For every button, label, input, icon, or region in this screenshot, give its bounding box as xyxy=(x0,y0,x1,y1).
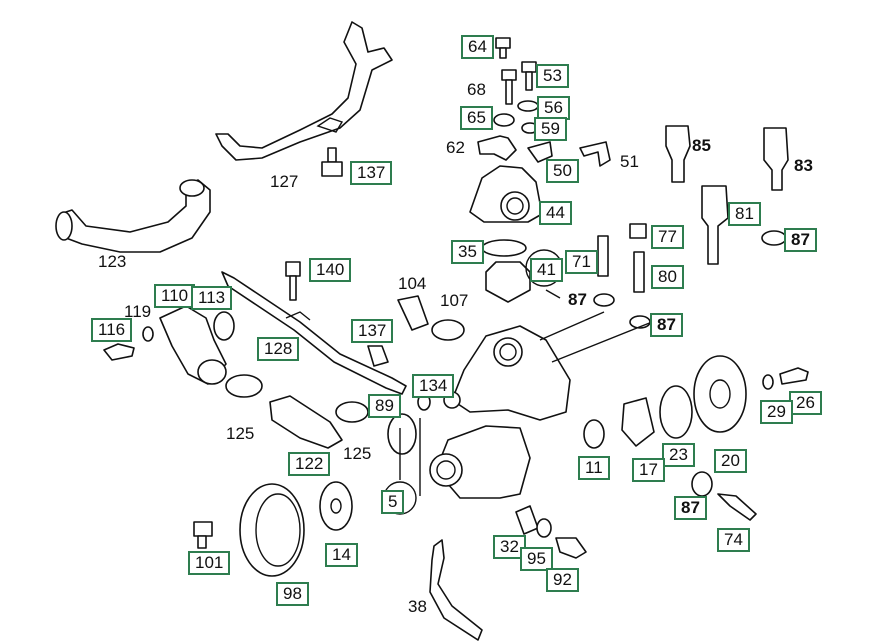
label-137-bottom: 137 xyxy=(351,319,394,343)
label-71: 71 xyxy=(565,250,598,274)
label-95: 95 xyxy=(520,547,553,571)
coolant-pipe-127 xyxy=(215,21,393,161)
label-119: 119 xyxy=(124,302,152,321)
bolt-137 xyxy=(321,147,343,177)
label-101: 101 xyxy=(188,551,231,575)
label-44: 44 xyxy=(539,201,572,225)
label-113: 113 xyxy=(191,286,233,310)
label-104: 104 xyxy=(398,274,427,293)
label-134: 134 xyxy=(412,374,455,398)
label-80: 80 xyxy=(651,265,684,289)
label-116: 116 xyxy=(91,318,133,342)
label-87-bottom: 87 xyxy=(674,496,707,520)
label-110: 110 xyxy=(154,284,196,308)
label-87-top-right: 87 xyxy=(784,228,817,252)
label-122: 122 xyxy=(288,452,331,476)
thermostat-housing-44 xyxy=(469,165,543,223)
thermostat-hardware xyxy=(477,37,611,167)
coolant-hose-123 xyxy=(55,179,211,253)
hose-clamps xyxy=(225,374,417,455)
pulley-and-gaskets xyxy=(583,355,809,449)
label-127: 127 xyxy=(270,172,299,191)
label-17: 17 xyxy=(632,458,665,482)
label-87-middle: 87 xyxy=(568,290,587,309)
label-50: 50 xyxy=(546,159,579,183)
bolt-set-92 xyxy=(515,505,587,559)
coolant-hose-38 xyxy=(429,539,483,641)
label-53: 53 xyxy=(536,64,569,88)
label-125-right: 125 xyxy=(343,444,372,463)
label-140: 140 xyxy=(309,258,352,282)
label-68: 68 xyxy=(467,80,486,99)
label-123: 123 xyxy=(98,252,127,271)
pulley-98 xyxy=(193,481,353,577)
label-137-top: 137 xyxy=(350,161,393,185)
temperature-sensors xyxy=(665,125,789,265)
label-38: 38 xyxy=(408,597,427,616)
water-pump-housing xyxy=(417,325,571,499)
label-26: 26 xyxy=(789,391,822,415)
label-35: 35 xyxy=(451,240,484,264)
bolts-plugs xyxy=(285,261,465,341)
label-85: 85 xyxy=(692,136,711,155)
thermostat-41 xyxy=(481,239,563,303)
label-11: 11 xyxy=(578,456,610,480)
label-5: 5 xyxy=(381,490,405,514)
label-62: 62 xyxy=(446,138,465,157)
label-77: 77 xyxy=(651,225,684,249)
leader-lines xyxy=(399,289,653,496)
label-64: 64 xyxy=(461,35,494,59)
label-107: 107 xyxy=(440,291,469,310)
bolt-137-lower xyxy=(367,345,389,367)
label-20: 20 xyxy=(714,449,747,473)
label-128: 128 xyxy=(257,337,300,361)
label-83: 83 xyxy=(794,156,813,175)
coolant-tube-128 xyxy=(221,271,407,395)
elbow-connector-110 xyxy=(103,305,235,385)
label-89: 89 xyxy=(368,394,401,418)
label-41: 41 xyxy=(530,258,563,282)
label-98: 98 xyxy=(276,582,309,606)
label-81: 81 xyxy=(728,202,761,226)
label-59: 59 xyxy=(534,117,567,141)
label-51: 51 xyxy=(620,152,639,171)
label-29: 29 xyxy=(760,400,793,424)
label-125-left: 125 xyxy=(226,424,255,443)
label-23: 23 xyxy=(662,443,695,467)
label-92: 92 xyxy=(546,568,579,592)
label-65: 65 xyxy=(460,106,493,130)
label-74: 74 xyxy=(717,528,750,552)
small-sensors xyxy=(593,223,651,329)
label-14: 14 xyxy=(325,543,358,567)
label-87-right: 87 xyxy=(650,313,683,337)
